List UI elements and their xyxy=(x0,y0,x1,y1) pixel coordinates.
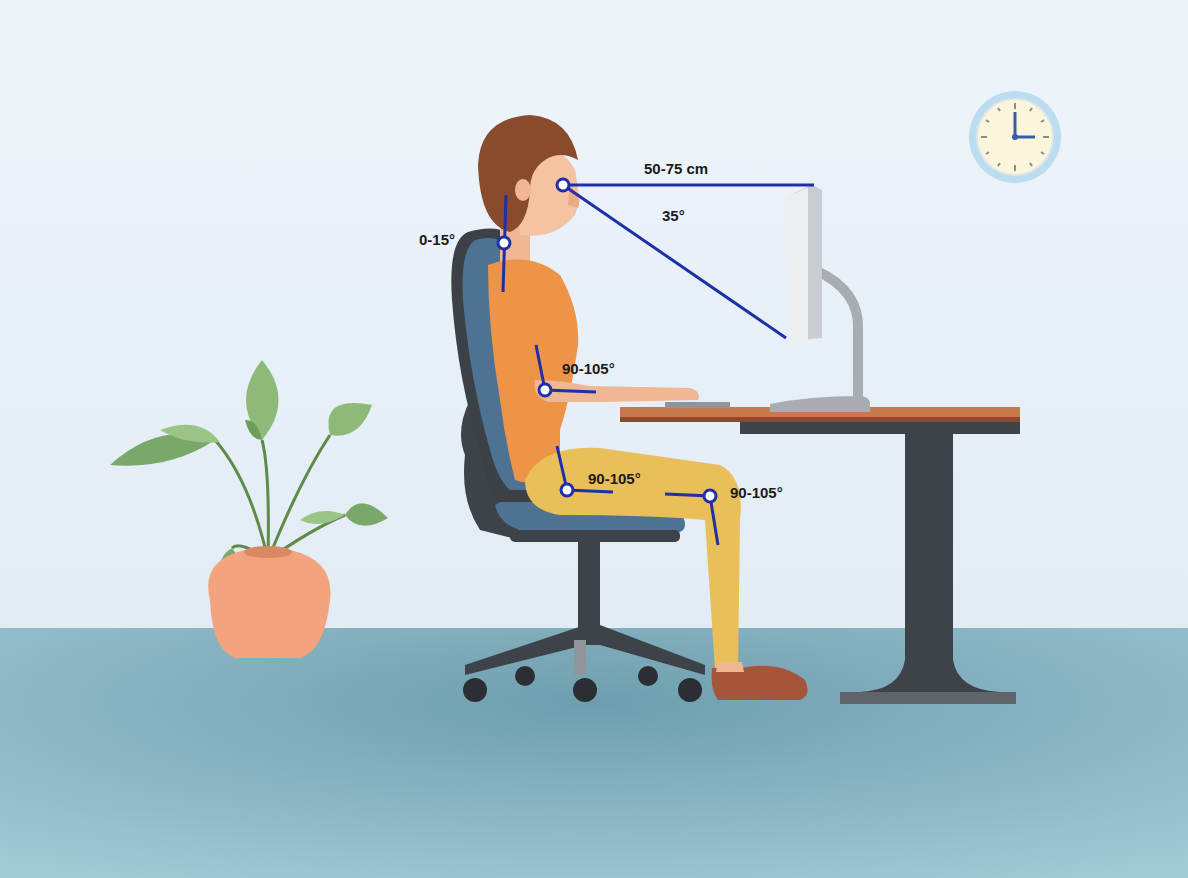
computer-monitor xyxy=(770,185,870,412)
measurement-lines xyxy=(498,179,814,545)
floor xyxy=(0,628,1188,878)
dimension-label: 50-75 cm xyxy=(644,160,708,178)
angle-label: 90-105° xyxy=(730,484,783,502)
seated-person xyxy=(478,115,808,700)
wall-clock xyxy=(969,91,1061,183)
angle-label: 90-105° xyxy=(562,360,615,378)
angle-label: 0-15° xyxy=(419,231,455,249)
angle-label: 35° xyxy=(662,207,685,225)
angle-label: 90-105° xyxy=(588,470,641,488)
wall xyxy=(0,0,1188,630)
potted-plant xyxy=(110,360,388,658)
keyboard xyxy=(665,402,730,408)
